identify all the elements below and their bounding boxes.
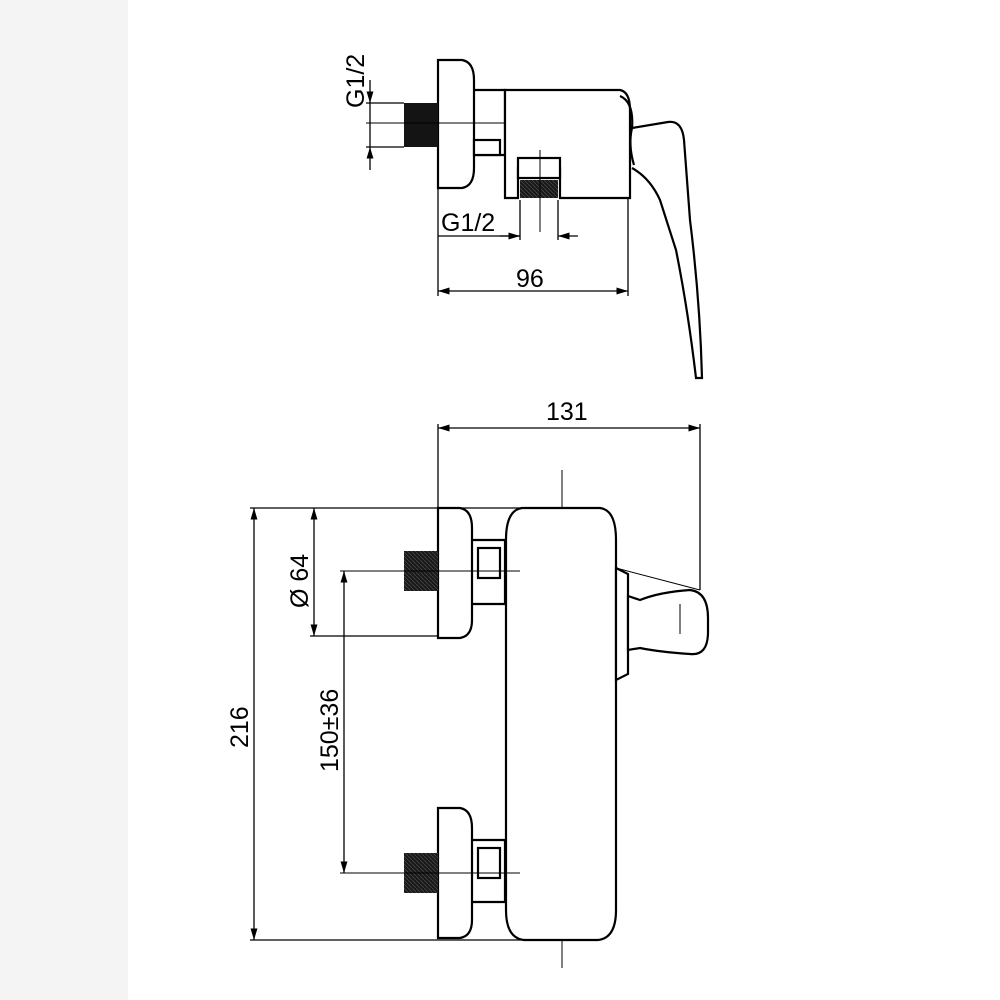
front-lever [626, 588, 710, 656]
side-inlet-nut [404, 103, 438, 147]
side-inlet-stub [472, 138, 502, 157]
dim-diameter-label: Ø 64 [286, 554, 314, 608]
front-lever-base [614, 566, 630, 682]
dim-thread-outlet-label: G1/2 [441, 209, 495, 237]
dim-depth-label: 96 [516, 265, 544, 293]
dim-thread-inlet-label: G1/2 [342, 54, 370, 108]
side-view: G1/2 G1/2 96 [342, 54, 704, 380]
margin-strip [0, 0, 128, 1000]
side-lever-base [629, 127, 636, 166]
dim-width-label: 131 [546, 398, 588, 426]
side-outlet-top [516, 156, 562, 180]
front-view: 131 2 [226, 398, 710, 968]
side-lever [619, 94, 704, 380]
dim-height-label: 216 [226, 706, 254, 748]
dim-centers-label: 150±36 [316, 689, 344, 772]
front-body [504, 506, 618, 942]
front-upper-flange [436, 506, 474, 640]
side-outlet-nut [520, 180, 558, 198]
side-flange [436, 58, 476, 190]
